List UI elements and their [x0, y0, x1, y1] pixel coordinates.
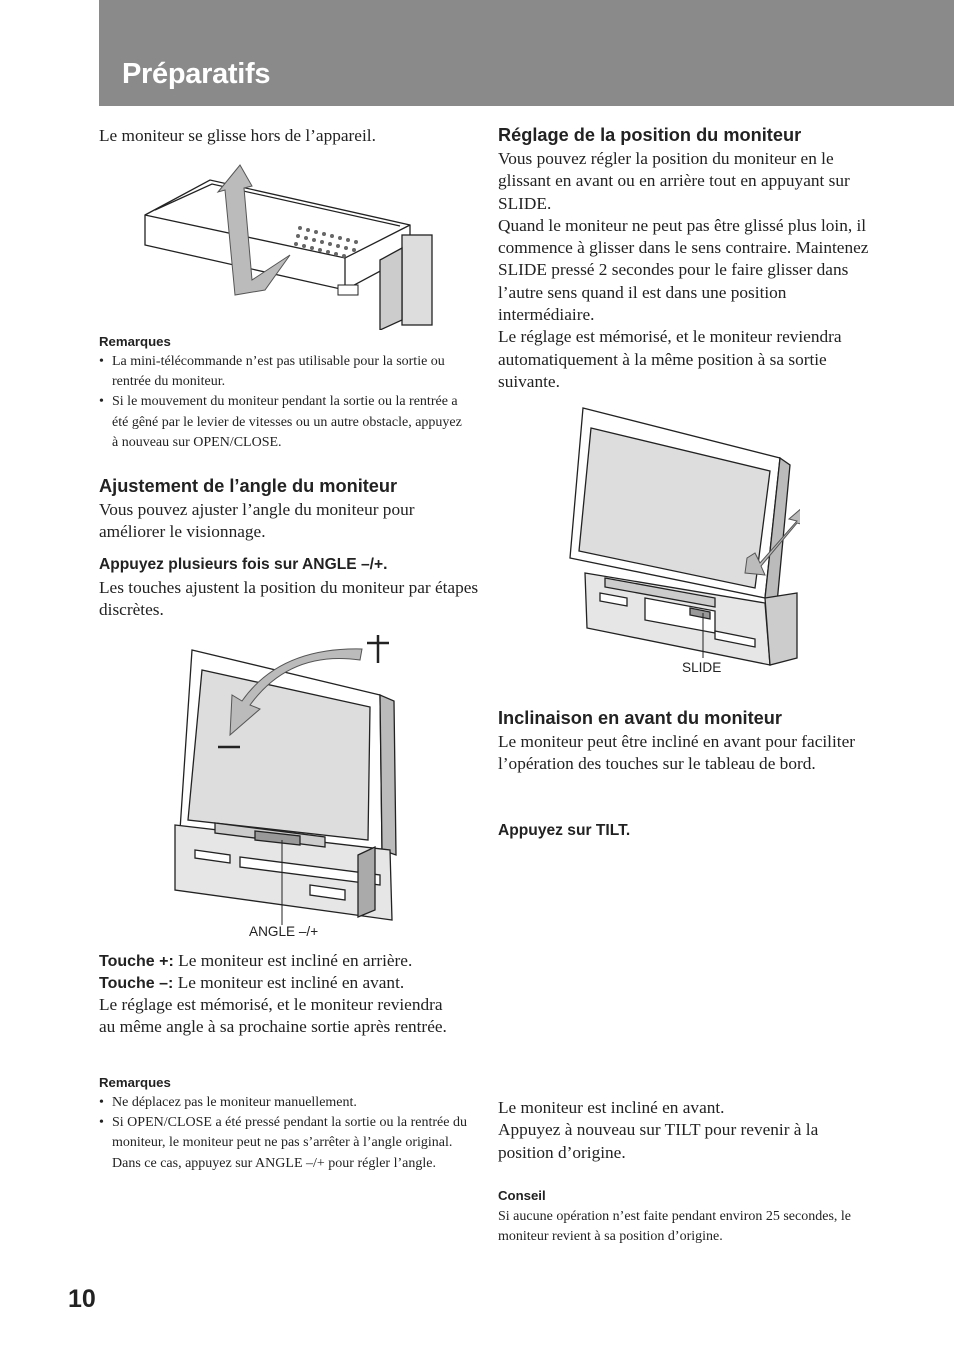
page-number: 10 — [68, 1285, 96, 1313]
touch-minus-text: Le moniteur est incliné en avant. — [173, 973, 405, 992]
note-item: Si OPEN/CLOSE a été pressé pendant la so… — [99, 1113, 477, 1174]
notes-title: Remarques — [99, 334, 171, 349]
header-bar — [99, 0, 954, 106]
notes-list: Ne déplacez pas le moniteur manuellement… — [99, 1093, 477, 1174]
tilt-return-text: Appuyez à nouveau sur TILT pour revenir … — [498, 1120, 819, 1162]
monitor-slide-illustration — [569, 407, 800, 666]
touch-plus-text: Le moniteur est incliné en arrière. — [173, 951, 413, 970]
position-section-heading: Réglage de la position du moniteur — [498, 125, 802, 145]
tilt-section-heading: Inclinaison en avant du moniteur — [498, 708, 782, 728]
tip-title: Conseil — [498, 1188, 546, 1203]
notes-title: Remarques — [99, 1075, 171, 1090]
angle-step-heading: Appuyez plusieurs fois sur ANGLE –/+. — [99, 556, 388, 573]
note-item: La mini-télécommande n’est pas utilisabl… — [99, 352, 469, 392]
tilt-result-text: Le moniteur est incliné en avant. — [498, 1098, 725, 1117]
monitor-slide-out-illustration — [144, 164, 433, 330]
position-section-body: Vous pouvez régler la position du monite… — [498, 148, 876, 393]
note-item: Ne déplacez pas le moniteur manuellement… — [99, 1093, 477, 1113]
position-paragraph: Quand le moniteur ne peut pas être gliss… — [498, 215, 869, 325]
angle-step-text: Les touches ajustent la position du moni… — [99, 578, 479, 620]
notes-list: La mini-télécommande n’est pas utilisabl… — [99, 352, 469, 453]
angle-figure-label: ANGLE –/+ — [249, 924, 319, 939]
slide-figure-label: SLIDE — [682, 660, 722, 675]
touch-plus-label: Touche +: — [99, 953, 174, 970]
position-paragraph: Le réglage est mémorisé, et le moniteur … — [498, 327, 842, 391]
touch-minus-label: Touche –: — [99, 975, 174, 992]
tip-text: Si aucune opération n’est faite pendant … — [498, 1209, 851, 1245]
angle-section-heading: Ajustement de l’angle du moniteur — [99, 476, 398, 496]
page-title: Préparatifs — [122, 58, 271, 90]
touch-minus-line: Touche –: Le moniteur est incliné en ava… — [99, 972, 479, 995]
tilt-section-text: Le moniteur peut être incliné en avant p… — [498, 732, 855, 774]
position-paragraph: Vous pouvez régler la position du monite… — [498, 149, 850, 213]
tilt-result: Le moniteur est incliné en avant. Appuye… — [498, 1097, 876, 1164]
angle-memory-text: Le réglage est mémorisé, et le moniteur … — [99, 995, 447, 1037]
note-item: Si le mouvement du moniteur pendant la s… — [99, 392, 469, 453]
angle-section-text: Vous pouvez ajuster l’angle du moniteur … — [99, 500, 415, 542]
monitor-angle-illustration — [174, 635, 397, 925]
tilt-step-heading: Appuyez sur TILT. — [498, 822, 631, 839]
touch-plus-line: Touche +: Le moniteur est incliné en arr… — [99, 950, 479, 973]
intro-text: Le moniteur se glisse hors de l’appareil… — [99, 126, 376, 145]
